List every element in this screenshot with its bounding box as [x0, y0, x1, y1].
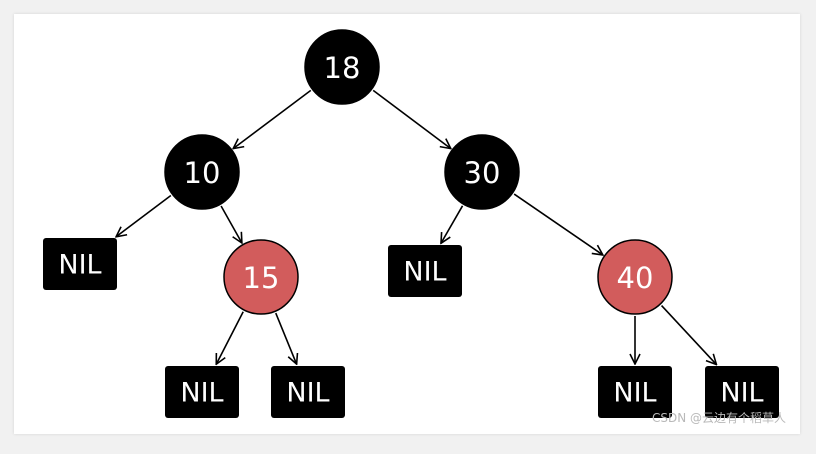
watermark-text: CSDN @云边有个稻草人 [651, 411, 786, 425]
black-node-circle [304, 29, 380, 105]
black-node-circle [164, 134, 240, 210]
edge-n18-to-n30 [372, 89, 451, 148]
nil-leaf-node: NIL [43, 238, 117, 290]
node-value-label: 30 [464, 156, 501, 190]
nil-box [598, 366, 672, 418]
nil-leaf-node: NIL [705, 366, 779, 418]
node-value-label: 10 [184, 156, 221, 190]
edge-n18-to-n10 [233, 89, 312, 148]
black-tree-node: 10 [164, 134, 240, 210]
nil-label: NIL [58, 250, 101, 281]
black-tree-node: 30 [444, 134, 520, 210]
edge-n10-to-nil1 [116, 194, 172, 236]
nil-box [43, 238, 117, 290]
nil-label: NIL [180, 378, 223, 409]
nil-box [705, 366, 779, 418]
node-value-label: 18 [324, 51, 361, 85]
red-node-circle [223, 239, 299, 315]
nil-box [271, 366, 345, 418]
red-tree-node: 40 [597, 239, 673, 315]
black-node-circle [444, 134, 520, 210]
tree-edges [116, 89, 717, 365]
edge-n15-to-nil2 [216, 311, 244, 365]
edge-n30-to-nil4 [441, 205, 464, 243]
nil-leaf-node: NIL [271, 366, 345, 418]
node-value-label: 40 [617, 261, 654, 295]
nil-box [165, 366, 239, 418]
nil-leaf-node: NIL [598, 366, 672, 418]
nil-label: NIL [403, 257, 446, 288]
nil-label: NIL [720, 378, 763, 409]
node-value-label: 15 [243, 261, 280, 295]
nil-leaf-node: NIL [388, 245, 462, 297]
nil-box [388, 245, 462, 297]
nil-label: NIL [613, 378, 656, 409]
red-tree-node: 15 [223, 239, 299, 315]
black-tree-node: 18 [304, 29, 380, 105]
nil-label: NIL [286, 378, 329, 409]
edge-n10-to-n15 [220, 205, 242, 243]
edge-n40-to-nil6 [660, 305, 717, 365]
nil-leaf-node: NIL [165, 366, 239, 418]
red-node-circle [597, 239, 673, 315]
edge-n15-to-nil3 [275, 312, 297, 364]
edge-n30-to-n40 [513, 193, 603, 255]
